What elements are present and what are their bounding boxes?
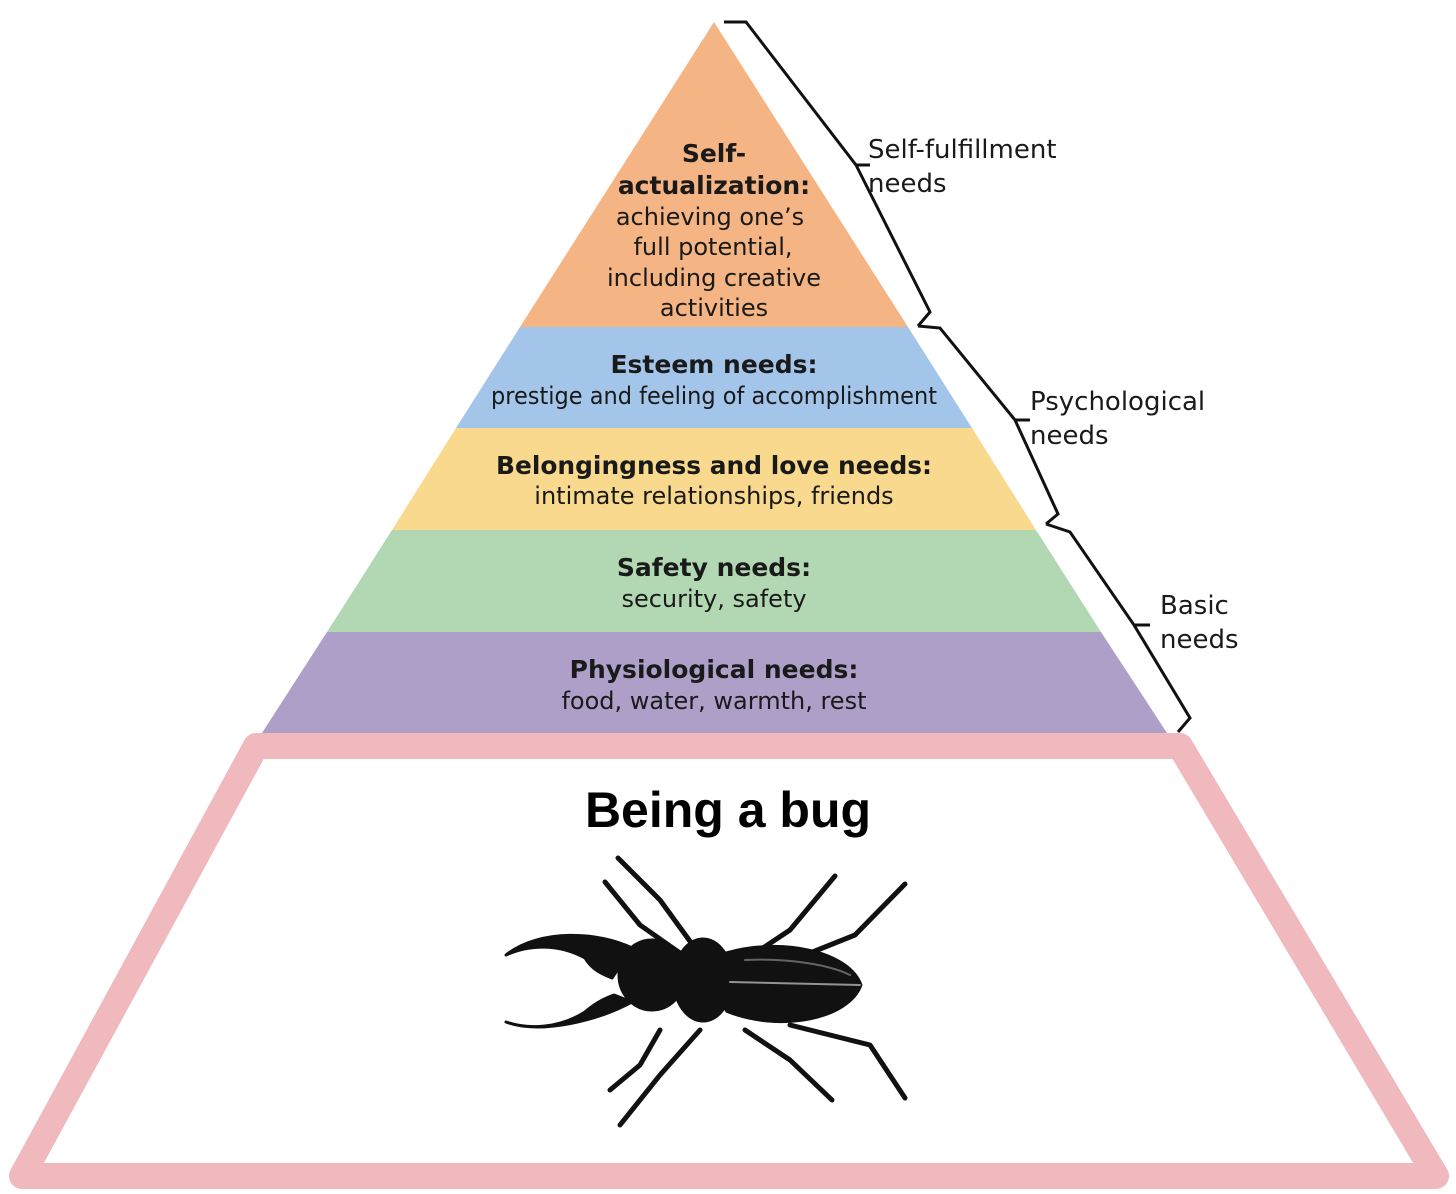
self-fulfillment-brace [724,20,932,327]
self-actualization-desc-3: including creative [607,264,821,292]
self-actualization-desc-2: full potential, [633,233,792,261]
esteem-title: Esteem needs: [610,350,817,379]
self-actualization-title-2: actualization: [618,171,810,200]
band-belonging [392,428,1036,530]
self-fulfillment-label-2: needs [868,169,947,199]
belonging-title: Belongingness and love needs: [496,451,932,480]
stag-beetle-icon [504,855,908,1128]
band-esteem [456,327,972,428]
physiological-title: Physiological needs: [570,655,859,684]
band-self-actualization [520,22,908,327]
safety-desc: security, safety [621,585,806,613]
band-safety [327,530,1101,632]
basic-brace [1045,522,1192,733]
band-physiological [262,632,1167,733]
safety-title: Safety needs: [617,553,811,582]
psychological-label-2: needs [1030,421,1109,451]
self-actualization-desc-1: achieving one’s [616,203,804,231]
self-actualization-title-1: Self- [682,139,746,168]
self-actualization-desc-4: activities [660,294,768,322]
basic-label-2: needs [1160,625,1239,655]
psychological-brace [917,324,1060,526]
bug-base-title: Being a bug [585,782,871,838]
belonging-desc: intimate relationships, friends [534,482,893,510]
esteem-desc: prestige and feeling of accomplishment [491,382,937,410]
self-fulfillment-label-1: Self-fulfillment [868,135,1057,165]
basic-label-1: Basic [1160,591,1229,621]
psychological-label-1: Psychological [1030,387,1205,417]
physiological-desc: food, water, warmth, rest [561,687,866,715]
